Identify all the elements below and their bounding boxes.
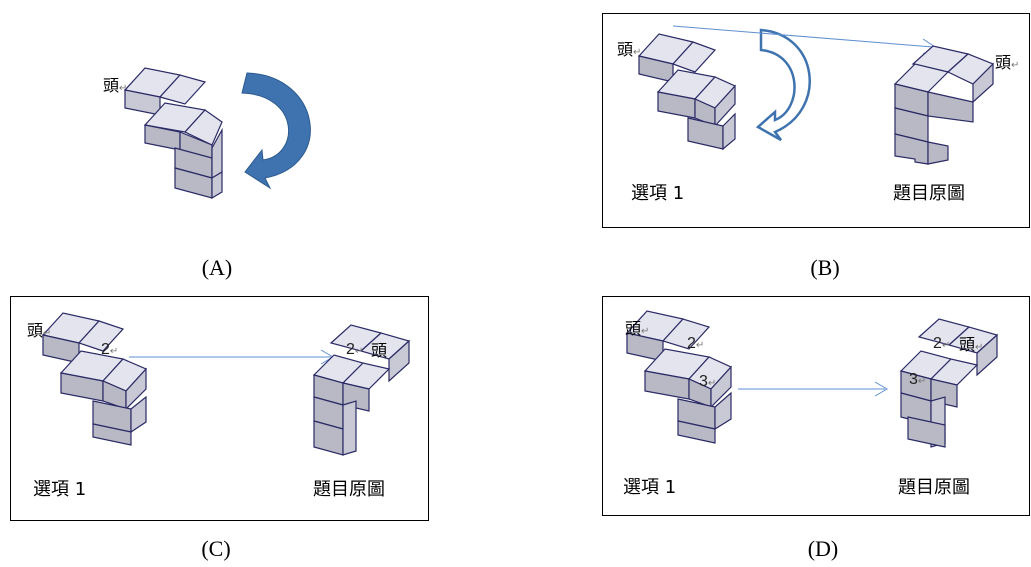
connector-arrow xyxy=(672,25,934,48)
face-number-2-option: 2↵ xyxy=(687,335,705,352)
cube-face xyxy=(677,420,716,444)
panel-b: 頭↵ 頭↵ 選項 1 題目原圖 xyxy=(602,13,1030,228)
cube-face xyxy=(927,141,949,165)
cube-face xyxy=(907,416,946,448)
connector-arrowhead xyxy=(874,381,888,397)
cube-face xyxy=(710,365,732,409)
rotation-arrow xyxy=(755,28,811,142)
face-number-3-original: 3↵ xyxy=(909,371,927,388)
face-number-2-original: 2↵ xyxy=(933,335,951,352)
cube-face xyxy=(130,395,147,434)
cube-face xyxy=(972,62,994,104)
panel-a: 頭↵ (A) xyxy=(0,0,440,280)
cube-face xyxy=(77,320,125,352)
cube-face xyxy=(125,367,147,411)
original-label: 題目原圖 xyxy=(893,183,965,204)
cube-shape-option xyxy=(637,33,736,151)
cube-shape-original xyxy=(312,324,411,456)
cube-face xyxy=(927,91,974,123)
head-label-option: 頭↵ xyxy=(617,40,642,59)
cube-face xyxy=(184,109,223,146)
cube-face xyxy=(211,170,223,200)
cube-face xyxy=(714,84,736,128)
panel-c-drawing xyxy=(41,312,411,456)
caption-b: (B) xyxy=(810,255,840,280)
cube-face xyxy=(388,339,410,383)
panel-b-drawing xyxy=(637,25,995,165)
caption-c: (C) xyxy=(201,536,231,561)
head-label-original: 頭↵ xyxy=(959,335,984,354)
cube-face xyxy=(92,423,132,446)
original-label: 題目原圖 xyxy=(313,479,385,500)
cube-face xyxy=(661,318,711,350)
cube-shape-a xyxy=(123,67,223,200)
head-label-original: 頭↵ xyxy=(995,53,1020,72)
cube-face xyxy=(722,112,736,151)
cube-shape-option xyxy=(625,310,732,444)
cube-face xyxy=(714,391,732,431)
panel-a-drawing xyxy=(123,67,311,200)
panel-c: 頭↵ 2↵ 2↵ 頭 選項 1 題目原圖 xyxy=(10,296,429,521)
cube-shape-original xyxy=(893,45,995,165)
panel-d-drawing xyxy=(625,310,999,448)
face-number-2-option: 2↵ xyxy=(101,341,119,358)
option-label: 選項 1 xyxy=(623,477,677,498)
cube-face xyxy=(158,74,207,105)
cube-face xyxy=(976,333,998,377)
panel-d: 頭↵ 2↵ 3↵ 2↵ 頭↵ 3↵ 選項 1 題目原圖 xyxy=(602,296,1030,516)
rotation-arrow xyxy=(241,72,311,190)
cube-shape-option xyxy=(41,312,148,446)
head-label-option: 頭↵ xyxy=(625,319,650,338)
original-label: 題目原圖 xyxy=(898,477,970,498)
option-label: 選項 1 xyxy=(631,183,685,204)
head-label: 頭↵ xyxy=(103,76,128,95)
caption-a: (A) xyxy=(201,255,233,280)
face-number-2-original: 2↵ xyxy=(346,341,364,358)
face-number-3-option: 3↵ xyxy=(699,373,717,390)
head-label-original: 頭 xyxy=(371,341,388,360)
caption-d: (D) xyxy=(807,536,839,561)
cube-face xyxy=(342,400,357,456)
cube-shape-original xyxy=(899,318,999,448)
cube-face xyxy=(671,41,717,73)
head-label-option: 頭↵ xyxy=(27,321,52,340)
option-label: 選項 1 xyxy=(33,479,87,500)
